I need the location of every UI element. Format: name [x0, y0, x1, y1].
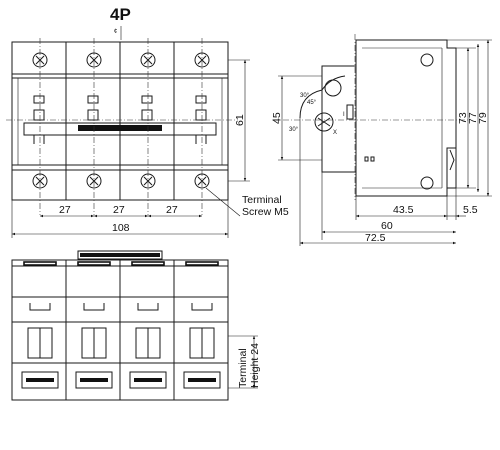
rail-dim: 5.5 [463, 204, 478, 216]
terminal-height-label-1: Terminal [237, 348, 249, 388]
depth-dim: 60 [381, 220, 393, 232]
terminal-screw-label-1: Terminal [242, 194, 282, 206]
pole-terminals [21, 261, 221, 389]
front-dimensions: 27 27 27 108 61 Terminal Screw M5 [11, 59, 289, 238]
side-body-outline [321, 39, 457, 197]
center-mark: ¢ [114, 29, 117, 35]
depth-dim: 43.5 [393, 204, 414, 216]
bottom-screws [32, 173, 210, 189]
side-dimensions: 45 73 77 79 43.5 5.5 60 72.5 [271, 39, 492, 246]
handles [23, 95, 217, 144]
top-screws [32, 52, 210, 68]
height-dim: 79 [477, 112, 489, 124]
pitch-label: 27 [166, 204, 178, 216]
switch-mark: I [343, 112, 345, 118]
side-view: 30° 30° 45° I X [272, 34, 470, 200]
height-label: 61 [234, 114, 246, 126]
trip-bar-handle [78, 125, 162, 131]
terminal-height-label-2: Height 24 [249, 343, 261, 388]
diagram-title: 4P [110, 5, 131, 24]
angle-label: 30° [300, 93, 310, 99]
bottom-dimensions: Terminal Height 24 [228, 335, 261, 389]
pitch-label: 27 [113, 204, 125, 216]
terminal-screw-label-2: Screw M5 [242, 206, 289, 218]
trip-bar [23, 122, 217, 136]
height-dim: 73 [457, 112, 469, 124]
depth-dim: 72.5 [365, 232, 386, 244]
angle-label: 30° [289, 127, 299, 133]
front-view [6, 38, 238, 215]
offset-label: 45 [271, 112, 283, 124]
angle-label: 45° [307, 100, 317, 106]
switch-mark: X [333, 130, 337, 136]
pitch-label: 27 [59, 204, 71, 216]
width-label: 108 [112, 222, 130, 234]
bottom-view [11, 250, 229, 401]
height-dim: 77 [467, 112, 479, 124]
